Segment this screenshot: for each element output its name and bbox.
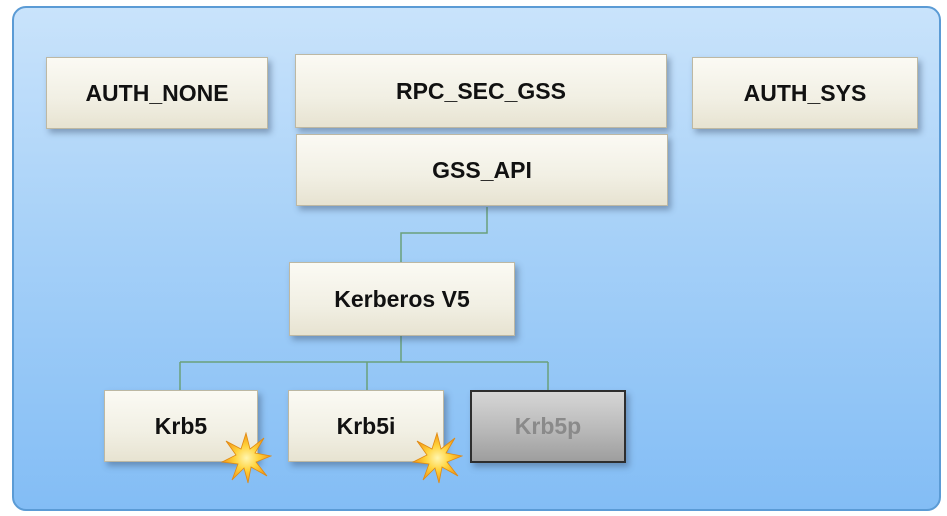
node-gss-api: GSS_API bbox=[296, 134, 668, 206]
edge-gss-api-kerberos bbox=[400, 207, 488, 262]
node-krb5p: Krb5p bbox=[470, 390, 626, 463]
node-rpc-sec-gss: RPC_SEC_GSS bbox=[295, 54, 667, 128]
node-krb5i: Krb5i bbox=[288, 390, 444, 462]
node-rpc-sec-gss-label: RPC_SEC_GSS bbox=[395, 77, 566, 104]
star-icon bbox=[220, 432, 272, 484]
node-auth-none-label: AUTH_NONE bbox=[85, 79, 229, 106]
node-krb5i-label: Krb5i bbox=[336, 412, 396, 439]
node-gss-api-label: GSS_API bbox=[432, 156, 532, 183]
node-auth-sys-label: AUTH_SYS bbox=[743, 79, 867, 106]
node-auth-sys: AUTH_SYS bbox=[692, 57, 918, 129]
node-auth-none: AUTH_NONE bbox=[46, 57, 268, 129]
node-krb5-label: Krb5 bbox=[154, 412, 208, 439]
node-krb5p-label: Krb5p bbox=[514, 413, 582, 439]
star-icon bbox=[411, 432, 463, 484]
node-kerberos-v5-label: Kerberos V5 bbox=[334, 285, 470, 312]
node-kerberos-v5: Kerberos V5 bbox=[289, 262, 515, 336]
